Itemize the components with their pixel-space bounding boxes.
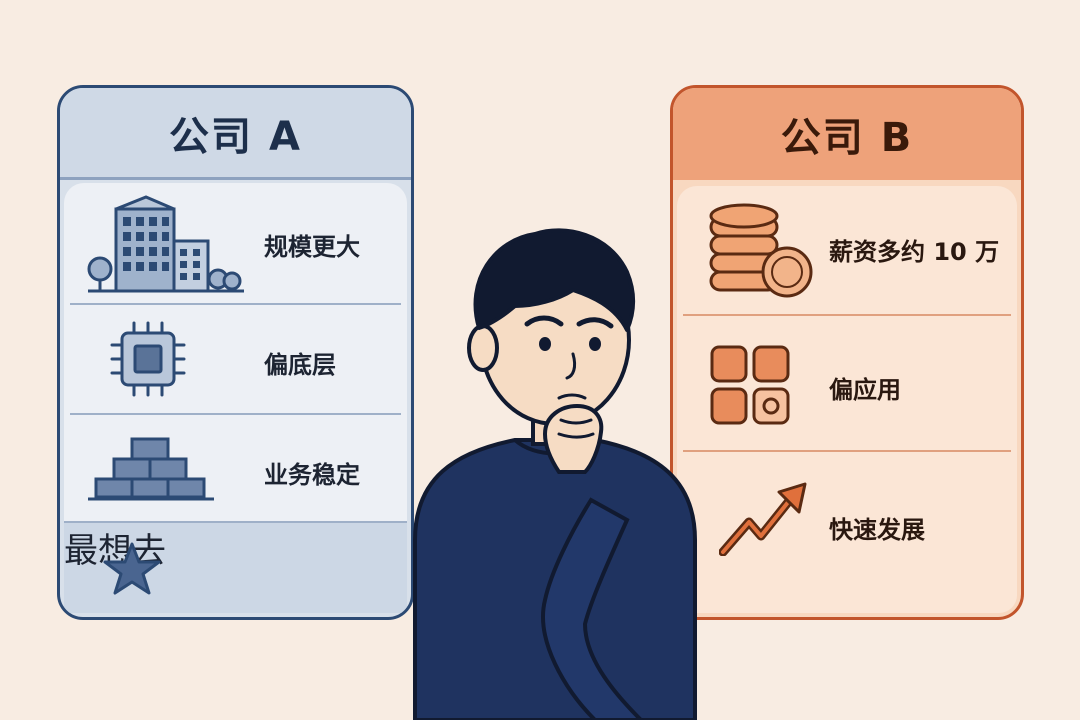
company-b-feature-growth: 快速发展 [677,452,1017,592]
company-a-feature-stable: 业务稳定 [64,415,407,523]
company-b-feature-label: 快速发展 [829,516,925,544]
company-b-feature-application: 偏应用 [677,316,1017,450]
star-icon [103,542,161,595]
company-b-card: 公司 B 薪资多约 10 万 [670,85,1024,620]
divider [70,413,401,415]
coin-stack-icon [709,203,813,298]
company-b-feature-label: 偏应用 [829,376,901,404]
company-b-title: 公司 B [673,88,1021,180]
trend-up-arrow-icon [719,482,807,556]
company-a-title: 公司 A [60,88,411,180]
company-b-feature-list: 薪资多约 10 万 偏应用 快速发展 [677,186,1017,613]
company-a-feature-list: 规模更大 偏底层 [64,183,407,613]
company-a-feature-label: 规模更大 [264,233,360,261]
app-grid-icon [710,345,790,425]
stacked-bricks-icon [88,437,214,501]
company-b-feature-salary: 薪资多约 10 万 [677,186,1017,314]
company-a-feature-layer: 偏底层 [64,305,407,413]
company-b-feature-label: 薪资多约 10 万 [829,238,1000,266]
divider [683,314,1011,316]
thinking-person-illustration [413,228,697,720]
company-a-feature-label: 偏底层 [264,351,336,379]
office-building-icon [87,195,244,293]
microchip-icon [110,321,186,397]
divider [683,450,1011,452]
company-a-feature-scale: 规模更大 [64,183,407,303]
company-a-feature-label: 业务稳定 [264,461,360,489]
divider [70,303,401,305]
company-a-preferred-banner: 最想去 [64,521,407,613]
company-a-card: 公司 A [57,85,414,620]
